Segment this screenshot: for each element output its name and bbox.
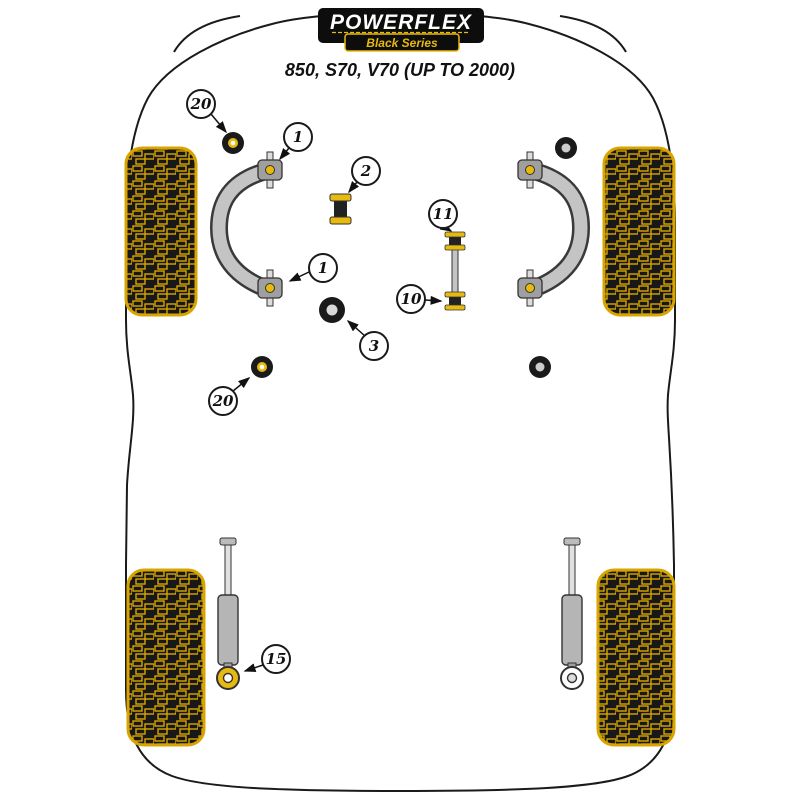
tire-front-left [124, 146, 198, 317]
arrow-2 [348, 180, 360, 194]
front-fender-line-right [559, 15, 627, 53]
shock-rear-right [560, 537, 584, 690]
washer-front-lower-right [529, 356, 551, 378]
car-body-outline [125, 11, 676, 793]
callout-1-lower: 1 [308, 253, 338, 283]
callout-label: 10 [401, 290, 422, 308]
link-lower-bushing [444, 291, 466, 311]
callout-20-front-lower: 20 [208, 386, 238, 416]
arrow-20-lower [232, 377, 251, 392]
callout-3: 3 [359, 331, 389, 361]
callout-1-upper: 1 [283, 122, 313, 152]
callout-label: 20 [190, 95, 212, 113]
bushing-spool-part2 [329, 193, 352, 225]
arrow-15 [243, 663, 264, 672]
wishbone-upper-bushing-right [517, 151, 543, 189]
arrow-1-upper [279, 147, 291, 161]
arrow-1-lower [288, 271, 310, 282]
drop-link-part [444, 231, 466, 311]
wishbone-lower-bushing-right [517, 269, 543, 307]
callout-arrows [210, 113, 453, 672]
callout-10: 10 [396, 284, 426, 314]
arrow-3 [346, 320, 366, 337]
callout-label: 2 [360, 162, 371, 180]
tire-front-right [602, 146, 676, 317]
washer-front-lower-left [251, 356, 273, 378]
callout-11: 11 [428, 199, 458, 229]
callout-label: 15 [266, 650, 287, 668]
wishbone-front-right [517, 151, 591, 307]
series-badge-box [344, 33, 460, 52]
callout-label: 1 [318, 259, 328, 277]
wishbone-front-left [209, 151, 283, 307]
logo-text: POWERFLEX [330, 11, 473, 34]
callout-20-front-upper: 20 [186, 89, 216, 119]
callout-2: 2 [351, 156, 381, 186]
powerflex-logo: POWERFLEX Black Series [318, 8, 484, 52]
tire-rear-right [596, 568, 676, 747]
front-fender-line-left [173, 15, 241, 53]
wishbone-lower-bushing-left [257, 269, 283, 307]
center-bushing-part3 [319, 297, 345, 323]
diagram-title: 850, S70, V70 (UP TO 2000) [285, 60, 515, 80]
tire-rear-left [126, 568, 206, 747]
washer-front-upper-left [222, 132, 244, 154]
link-upper-bushing [444, 231, 466, 251]
series-badge-label: Black Series [366, 36, 438, 50]
callout-15: 15 [261, 644, 291, 674]
wishbone-upper-bushing-left [257, 151, 283, 189]
washer-front-upper-right [555, 137, 577, 159]
shock-lower-eye-right [560, 666, 584, 690]
callout-label: 1 [293, 128, 303, 146]
shock-rear-left [216, 537, 240, 690]
callout-label: 11 [433, 205, 454, 223]
shock-lower-eye-bushing-left [216, 666, 240, 690]
callout-label: 3 [369, 337, 379, 355]
arrow-20-front [210, 113, 227, 134]
callout-label: 20 [212, 392, 234, 410]
arrow-10 [424, 295, 443, 305]
